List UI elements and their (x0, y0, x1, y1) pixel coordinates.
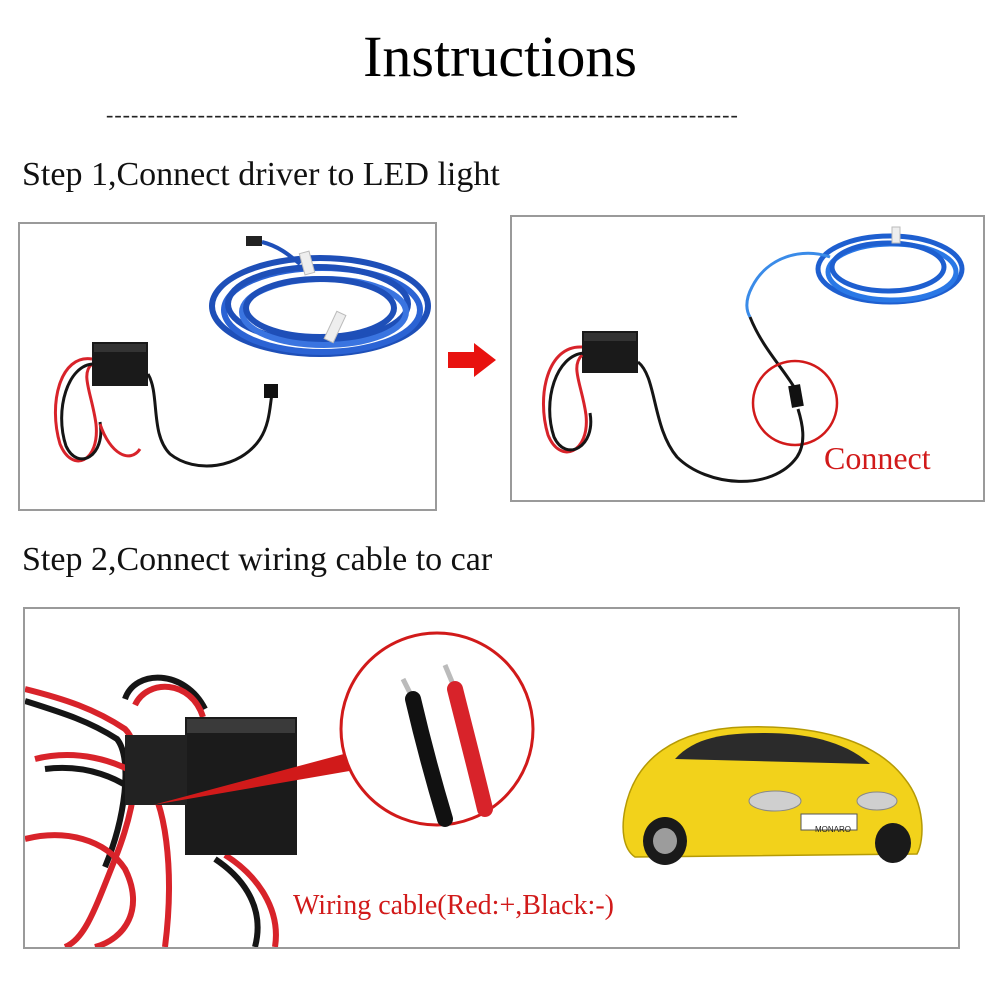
connected-illustration (541, 226, 965, 483)
title-divider: ----------------------------------------… (106, 103, 739, 127)
page-title: Instructions (363, 24, 637, 89)
license-plate: MONARO (815, 825, 851, 834)
step1-image-before (18, 222, 437, 511)
step2-image: MONARO Wiring cable(Red:+,Black:-) (23, 607, 960, 949)
step2-heading: Step 2,Connect wiring cable to car (22, 541, 493, 578)
step1-image-after: Connect (510, 215, 985, 502)
step1-heading: Step 1,Connect driver to LED light (22, 156, 500, 193)
wiring-and-car-illustration (25, 631, 923, 947)
arrow-right-icon (448, 343, 496, 377)
driver-and-el-wire-illustration (53, 236, 431, 468)
car (622, 726, 923, 865)
connect-label: Connect (824, 440, 931, 476)
wiring-cable-label: Wiring cable(Red:+,Black:-) (293, 890, 614, 921)
